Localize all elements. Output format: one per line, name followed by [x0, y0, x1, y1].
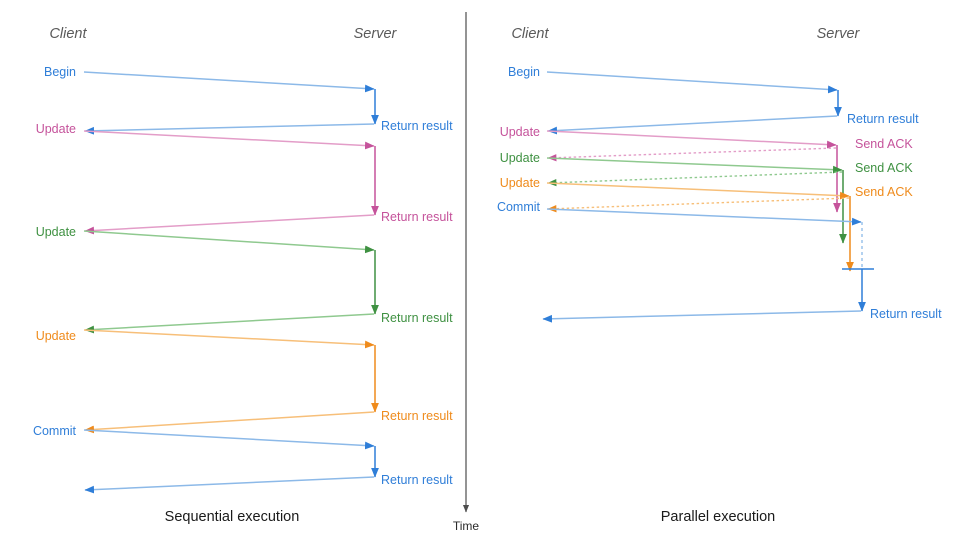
seq-begin-reply-label: Return result	[381, 119, 453, 133]
seq-update-3-request-arrow	[83, 329, 375, 349]
seq-begin-label: Begin	[44, 65, 76, 79]
sequential-caption: Sequential execution	[165, 509, 300, 525]
par-update-3-ack-arrow	[547, 197, 850, 213]
seq-commit-label: Commit	[33, 424, 77, 438]
seq-update-1-reply-arrow	[84, 214, 375, 235]
seq-update-2-label: Update	[36, 225, 76, 239]
message-lines-layer	[83, 71, 874, 494]
par-update-1-label: Update	[500, 125, 540, 139]
par-update-1-ack-arrow	[547, 147, 837, 162]
par-update-3-reply-label: Send ACK	[855, 185, 913, 199]
parallel-caption: Parallel execution	[661, 509, 775, 525]
par-update-3-request-arrow	[546, 182, 850, 200]
par-begin-reply-arrow	[547, 115, 838, 135]
par-commit-label: Commit	[497, 200, 541, 214]
par-update-1-reply-label: Send ACK	[855, 137, 913, 151]
seq-update-1-label: Update	[36, 122, 76, 136]
par-update-2-ack-arrow	[547, 171, 843, 187]
seq-begin-reply-arrow	[84, 123, 375, 135]
seq-update-3-label: Update	[36, 329, 76, 343]
sequential-lane-header-server: Server	[354, 26, 398, 42]
seq-update-3-reply-label: Return result	[381, 409, 453, 423]
seq-update-1-reply-label: Return result	[381, 210, 453, 224]
par-commit-request-arrow	[546, 208, 862, 226]
sequential-lane-header-client: Client	[49, 26, 87, 42]
seq-begin-request-arrow	[83, 71, 375, 93]
par-update-2-label: Update	[500, 151, 540, 165]
parallel-lane-header-client: Client	[511, 26, 549, 42]
par-update-3-label: Update	[500, 176, 540, 190]
seq-update-2-reply-label: Return result	[381, 311, 453, 325]
parallel-lane-header-server: Server	[817, 26, 861, 42]
par-begin-request-arrow	[546, 71, 838, 94]
seq-commit-request-arrow	[83, 429, 375, 450]
seq-commit-reply-arrow	[84, 476, 375, 494]
par-begin-reply-label: Return result	[847, 112, 919, 126]
seq-update-2-request-arrow	[83, 230, 375, 254]
par-commit-reply-arrow	[542, 310, 862, 323]
seq-update-1-request-arrow	[83, 130, 375, 150]
time-axis-label: Time	[453, 519, 480, 533]
par-update-1-request-arrow	[546, 130, 837, 149]
seq-commit-reply-label: Return result	[381, 473, 453, 487]
par-update-2-reply-label: Send ACK	[855, 161, 913, 175]
seq-update-2-reply-arrow	[84, 313, 375, 334]
seq-update-3-reply-arrow	[84, 411, 375, 434]
par-update-2-request-arrow	[546, 157, 843, 174]
par-begin-label: Begin	[508, 65, 540, 79]
par-commit-reply-label: Return result	[870, 307, 942, 321]
